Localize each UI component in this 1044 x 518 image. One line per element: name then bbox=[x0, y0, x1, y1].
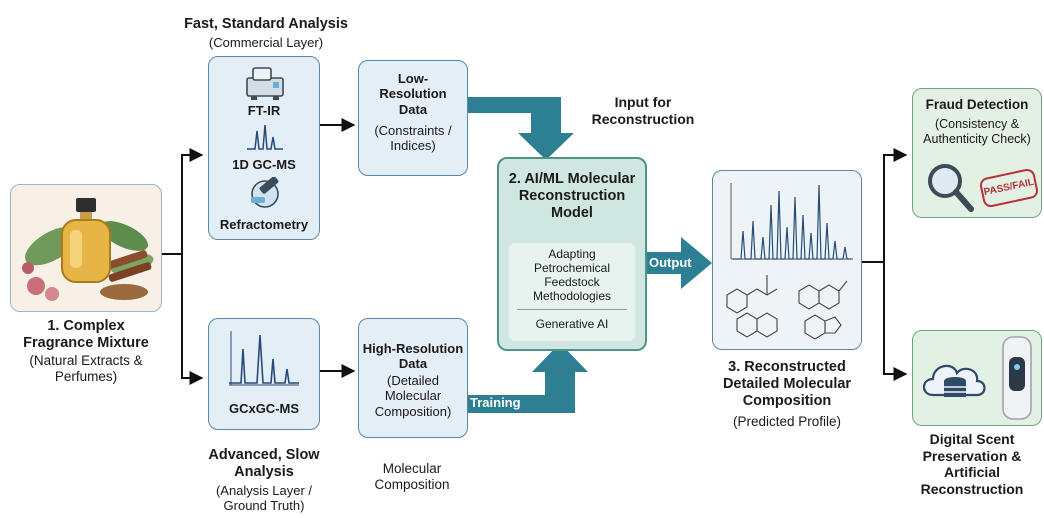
input-flow-arrow bbox=[468, 97, 574, 160]
method-label-gcxgc: GCxGC-MS bbox=[228, 401, 300, 416]
analysis-title: Advanced, Slow Analysis bbox=[208, 447, 320, 481]
high-resolution-box: High-Resolution Data (Detailed Molecular… bbox=[358, 318, 468, 438]
commercial-subtitle: (Commercial Layer) bbox=[208, 35, 324, 50]
fork-line-output bbox=[862, 148, 908, 263]
model-item-generative-ai: Generative AI bbox=[535, 317, 609, 331]
scent-dispenser-icon bbox=[1002, 336, 1032, 420]
digital-scent-box bbox=[912, 330, 1042, 426]
high-res-subtitle: (Detailed Molecular Composition) bbox=[374, 373, 452, 419]
fork-line-mixture bbox=[162, 148, 204, 255]
ai-model-box: 2. AI/ML Molecular Reconstruction Model … bbox=[497, 157, 647, 351]
input-arrow-label: Input for Reconstruction bbox=[591, 94, 695, 127]
training-flow-arrow bbox=[468, 343, 588, 413]
low-res-subtitle: (Constraints / Indices) bbox=[374, 123, 452, 154]
commercial-title: Fast, Standard Analysis bbox=[184, 16, 348, 32]
output-flow-arrow bbox=[646, 237, 712, 289]
model-inner-panel: Adapting Petrochemical Feedstock Methodo… bbox=[509, 243, 635, 341]
magnifier-icon bbox=[928, 164, 974, 212]
method-label-refractometry: Refractometry bbox=[219, 217, 309, 232]
fraud-detection-box: Fraud Detection (Consistency & Authentic… bbox=[912, 88, 1042, 218]
model-item-divider bbox=[517, 309, 627, 310]
mixture-subtitle: (Natural Extracts & Perfumes) bbox=[29, 353, 143, 384]
reconstructed-profile-box bbox=[712, 170, 862, 350]
mixture-title: 1. Complex Fragrance Mixture bbox=[23, 318, 149, 352]
refractometer-icon bbox=[251, 177, 279, 208]
high-res-caption: Molecular Composition bbox=[374, 461, 450, 492]
output-arrow-label: Output bbox=[649, 255, 692, 270]
gcxgc-chromatogram-icon bbox=[229, 331, 299, 386]
low-res-title: Low- Resolution Data bbox=[379, 71, 447, 117]
fraud-title: Fraud Detection bbox=[925, 97, 1029, 112]
molecule-structures bbox=[726, 275, 848, 340]
commercial-methods-box: FT-IR 1D GC-MS Refractometry bbox=[208, 56, 320, 240]
perfume-bottle-icon bbox=[22, 198, 154, 301]
model-title: 2. AI/ML Molecular Reconstruction Model bbox=[508, 171, 636, 222]
low-resolution-box: Low- Resolution Data (Constraints / Indi… bbox=[358, 60, 468, 176]
digital-scent-title: Digital Scent Preservation & Artificial … bbox=[920, 431, 1024, 497]
high-res-title: High-Resolution Data bbox=[362, 341, 464, 372]
cloud-database-icon bbox=[922, 364, 986, 397]
model-item-petrochemical: Adapting Petrochemical Feedstock Methodo… bbox=[532, 247, 612, 304]
fork-line-output-lower bbox=[883, 262, 908, 381]
method-label-ftir: FT-IR bbox=[247, 103, 281, 118]
fraud-subtitle: (Consistency & Authenticity Check) bbox=[923, 117, 1031, 146]
pass-fail-stamp: PASS/FAIL bbox=[978, 167, 1040, 209]
gcxgc-ms-box: GCxGC-MS bbox=[208, 318, 320, 430]
training-arrow-label: Training bbox=[470, 395, 521, 410]
fragrance-mixture-box bbox=[10, 184, 162, 312]
reconstructed-subtitle: (Predicted Profile) bbox=[732, 414, 842, 429]
fork-line-mixture-lower bbox=[181, 254, 204, 385]
analysis-subtitle: (Analysis Layer / Ground Truth) bbox=[215, 483, 313, 514]
reconstructed-chromatogram-chart bbox=[726, 183, 853, 340]
gcms-spectrum-icon bbox=[247, 124, 283, 150]
pass-fail-stamp-text: PASS/FAIL bbox=[982, 176, 1035, 199]
ftir-instrument-icon bbox=[246, 67, 284, 100]
reconstructed-title: 3. Reconstructed Detailed Molecular Comp… bbox=[722, 359, 852, 410]
method-label-gcms: 1D GC-MS bbox=[232, 157, 296, 172]
